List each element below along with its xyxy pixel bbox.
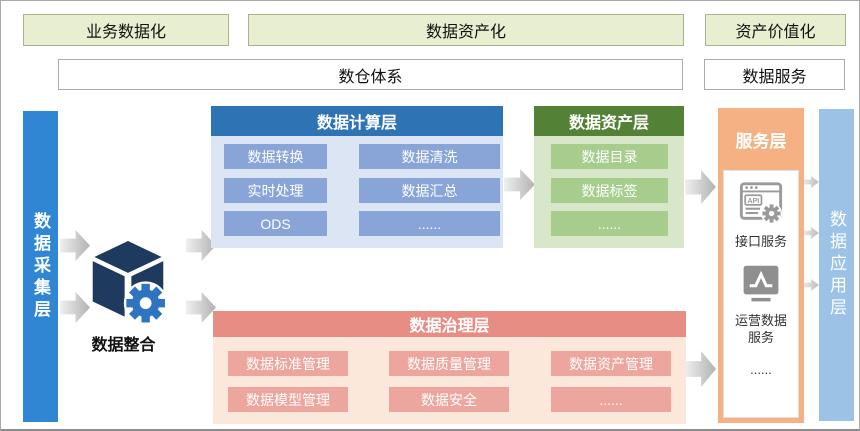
asset-item: ...... [551, 211, 668, 236]
governance-item: 数据模型管理 [228, 387, 348, 412]
line-chart-monitor-icon [740, 264, 782, 309]
layer-data-compute-title: 数据计算层 [211, 106, 503, 136]
layer-data-asset-title: 数据资产层 [534, 106, 684, 136]
layer-data-application: 数据应用层 [819, 109, 854, 421]
flow-arrow-small [803, 176, 819, 188]
asset-item: 数据目录 [551, 144, 668, 169]
layer-data-governance-title: 数据治理层 [213, 311, 686, 337]
api-browser-icon: API [738, 179, 784, 230]
compute-item: ODS [224, 211, 327, 236]
flow-arrow [685, 351, 716, 387]
layer-data-governance: 数据治理层 数据标准管理 数据质量管理 数据资产管理 数据模型管理 数据安全 .… [213, 311, 686, 424]
service-item-ops-data-label: 运营数据服务 [734, 313, 787, 345]
flow-arrow-small [803, 227, 819, 239]
flow-arrow [186, 292, 216, 323]
asset-item: 数据标签 [551, 178, 668, 203]
governance-item: 数据资产管理 [551, 351, 671, 376]
compute-item: 数据转换 [224, 144, 327, 169]
layer-service: 服务层 API [718, 108, 804, 423]
api-icon-text: API [747, 197, 759, 205]
compute-item: 数据汇总 [359, 178, 500, 203]
flow-arrow [504, 169, 535, 200]
layer-data-collection-label: 数据采集层 [31, 211, 50, 322]
box-data-warehouse-system: 数仓体系 [58, 59, 683, 90]
layer-data-asset: 数据资产层 数据目录 数据标签 ...... [534, 106, 684, 248]
governance-item: 数据质量管理 [389, 351, 509, 376]
banner-business-datafication: 业务数据化 [23, 14, 229, 46]
banner-asset-valorization: 资产价值化 [705, 14, 846, 46]
compute-item: ...... [359, 211, 500, 236]
service-panel: API [723, 170, 799, 418]
layer-service-title: 服务层 [735, 131, 787, 151]
banner-data-assetization: 数据资产化 [248, 14, 684, 46]
layer-data-application-label: 数据应用层 [827, 210, 846, 320]
governance-item: 数据标准管理 [228, 351, 348, 376]
governance-item: ...... [551, 387, 671, 412]
box-data-service: 数据服务 [704, 59, 845, 90]
service-item-more-label: ...... [750, 361, 772, 377]
governance-item: 数据安全 [389, 387, 509, 412]
compute-item: 实时处理 [224, 178, 327, 203]
data-integration-label: 数据整合 [91, 337, 156, 354]
flow-arrow-small [803, 279, 819, 291]
service-item-api-label: 接口服务 [734, 234, 787, 249]
layer-data-collection: 数据采集层 [23, 111, 58, 422]
cube-gear-icon [86, 237, 170, 329]
layer-data-compute: 数据计算层 数据转换 数据清洗 实时处理 数据汇总 ODS ...... [211, 106, 503, 248]
compute-item: 数据清洗 [359, 144, 500, 169]
flow-arrow [685, 170, 716, 204]
